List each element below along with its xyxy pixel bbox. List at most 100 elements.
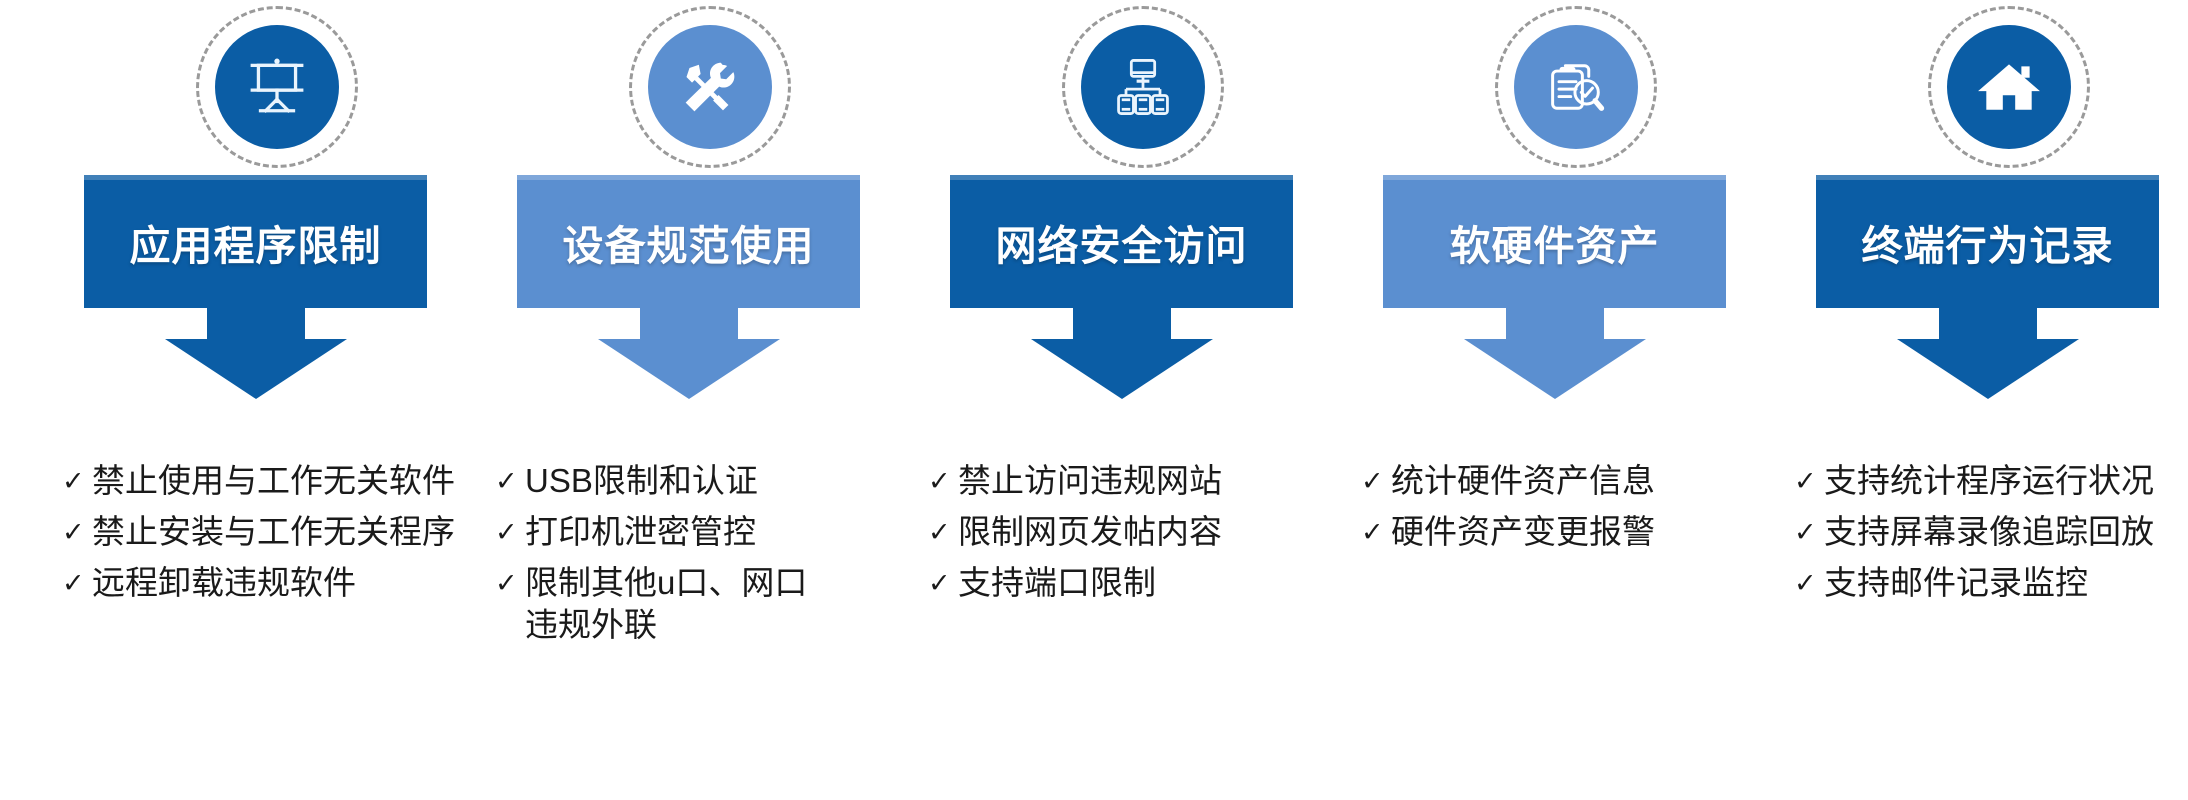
feature-list: ✓禁止使用与工作无关软件✓禁止安装与工作无关程序✓远程卸载违规软件 — [62, 460, 492, 613]
check-icon: ✓ — [1361, 466, 1384, 496]
dashed-ring — [629, 6, 791, 168]
list-item-label: 打印机泄密管控 — [525, 511, 756, 553]
check-icon: ✓ — [1794, 517, 1817, 547]
banner-group: 应用程序限制 — [62, 175, 492, 405]
feature-list: ✓支持统计程序运行状况✓支持屏幕录像追踪回放✓支持邮件记录监控 — [1794, 460, 2188, 613]
pillar-banner[interactable]: 终端行为记录 — [1816, 175, 2159, 308]
down-arrow-shaft — [1939, 307, 2037, 340]
pillar-title: 网络安全访问 — [995, 222, 1248, 269]
feature-list: ✓禁止访问违规网站✓限制网页发帖内容✓支持端口限制 — [928, 460, 1358, 613]
list-item: ✓USB限制和认证 — [495, 460, 925, 502]
list-item: ✓支持邮件记录监控 — [1794, 562, 2188, 604]
list-item-label: 支持端口限制 — [958, 562, 1156, 604]
check-icon: ✓ — [495, 517, 518, 547]
list-item: ✓禁止使用与工作无关软件 — [62, 460, 492, 502]
icon-medallion — [1062, 6, 1224, 168]
list-item-line: 远程卸载违规软件 — [92, 564, 356, 601]
pillar-title: 软硬件资产 — [1449, 222, 1660, 269]
list-item-line: 支持统计程序运行状况 — [1824, 462, 2154, 499]
list-item: ✓禁止安装与工作无关程序 — [62, 511, 492, 553]
list-item-label: 统计硬件资产信息 — [1391, 460, 1655, 502]
check-icon: ✓ — [495, 466, 518, 496]
dashed-ring — [1062, 6, 1224, 168]
list-item-line: 禁止安装与工作无关程序 — [92, 513, 455, 550]
banner-group: 软硬件资产 — [1361, 175, 1791, 405]
list-item-label: 禁止使用与工作无关软件 — [92, 460, 455, 502]
pillar-title: 设备规范使用 — [562, 222, 815, 269]
list-item: ✓远程卸载违规软件 — [62, 562, 492, 604]
banner-group: 终端行为记录 — [1794, 175, 2188, 405]
list-item-line: 禁止访问违规网站 — [958, 462, 1222, 499]
list-item-line: 支持屏幕录像追踪回放 — [1824, 513, 2154, 550]
list-item: ✓限制网页发帖内容 — [928, 511, 1358, 553]
hammer-wrench-icon — [648, 25, 772, 149]
list-item-label: 硬件资产变更报警 — [1391, 511, 1655, 553]
check-icon: ✓ — [62, 568, 85, 598]
list-item-line-wrapped: 违规外联 — [525, 606, 657, 643]
list-item-label: 禁止安装与工作无关程序 — [92, 511, 455, 553]
check-icon: ✓ — [1361, 517, 1384, 547]
list-item-line: 限制网页发帖内容 — [958, 513, 1222, 550]
icon-medallion — [629, 6, 791, 168]
list-item-label: 支持邮件记录监控 — [1824, 562, 2088, 604]
down-arrow-shaft — [640, 307, 738, 340]
list-item-label: USB限制和认证 — [525, 460, 758, 502]
down-arrow-shaft — [207, 307, 305, 340]
down-arrow-shaft — [1073, 307, 1171, 340]
pillar-banner[interactable]: 设备规范使用 — [517, 175, 860, 308]
list-item-label: 远程卸载违规软件 — [92, 562, 356, 604]
check-icon: ✓ — [1794, 568, 1817, 598]
check-icon: ✓ — [928, 517, 951, 547]
dashed-ring — [1928, 6, 2090, 168]
icon-medallion — [1495, 6, 1657, 168]
list-item-line: 限制其他u口、网口 — [525, 564, 808, 601]
list-item-line: 打印机泄密管控 — [525, 513, 756, 550]
pillar-banner[interactable]: 软硬件资产 — [1383, 175, 1726, 308]
icon-medallion — [1928, 6, 2090, 168]
down-arrow-shaft — [1506, 307, 1604, 340]
pillar-banner[interactable]: 网络安全访问 — [950, 175, 1293, 308]
check-icon: ✓ — [62, 517, 85, 547]
pillar-column-app-restriction: 应用程序限制✓禁止使用与工作无关软件✓禁止安装与工作无关程序✓远程卸载违规软件 — [62, 0, 492, 800]
list-item: ✓硬件资产变更报警 — [1361, 511, 1791, 553]
pillar-column-network-security-access: 网络安全访问✓禁止访问违规网站✓限制网页发帖内容✓支持端口限制 — [928, 0, 1358, 800]
check-icon: ✓ — [495, 568, 518, 598]
home-icon — [1947, 25, 2071, 149]
down-arrow-icon — [1031, 339, 1213, 399]
pillar-banner[interactable]: 应用程序限制 — [84, 175, 427, 308]
check-icon: ✓ — [928, 466, 951, 496]
presentation-screen-icon — [215, 25, 339, 149]
list-item-label: 支持屏幕录像追踪回放 — [1824, 511, 2154, 553]
list-item: ✓禁止访问违规网站 — [928, 460, 1358, 502]
pillar-title: 终端行为记录 — [1861, 222, 2114, 269]
list-item-line: 支持邮件记录监控 — [1824, 564, 2088, 601]
list-item: ✓打印机泄密管控 — [495, 511, 925, 553]
banner-group: 网络安全访问 — [928, 175, 1358, 405]
list-item-label: 限制其他u口、网口违规外联 — [525, 562, 807, 646]
pillar-column-device-standard-use: 设备规范使用✓USB限制和认证✓打印机泄密管控✓限制其他u口、网口违规外联 — [495, 0, 925, 800]
list-item-label: 禁止访问违规网站 — [958, 460, 1222, 502]
list-item: ✓限制其他u口、网口违规外联 — [495, 562, 925, 646]
list-item-line: 禁止使用与工作无关软件 — [92, 462, 455, 499]
network-topology-icon — [1081, 25, 1205, 149]
down-arrow-icon — [598, 339, 780, 399]
pillar-column-software-hardware-assets: 软硬件资产✓统计硬件资产信息✓硬件资产变更报警 — [1361, 0, 1791, 800]
check-icon: ✓ — [62, 466, 85, 496]
clipboard-magnifier-check-icon — [1514, 25, 1638, 149]
banner-group: 设备规范使用 — [495, 175, 925, 405]
list-item: ✓支持屏幕录像追踪回放 — [1794, 511, 2188, 553]
pillar-column-endpoint-behavior-logging: 终端行为记录✓支持统计程序运行状况✓支持屏幕录像追踪回放✓支持邮件记录监控 — [1794, 0, 2188, 800]
list-item-label: 支持统计程序运行状况 — [1824, 460, 2154, 502]
list-item: ✓支持统计程序运行状况 — [1794, 460, 2188, 502]
check-icon: ✓ — [1794, 466, 1817, 496]
pillar-title: 应用程序限制 — [129, 222, 382, 269]
dashed-ring — [196, 6, 358, 168]
list-item: ✓统计硬件资产信息 — [1361, 460, 1791, 502]
icon-medallion — [196, 6, 358, 168]
list-item-line: 支持端口限制 — [958, 564, 1156, 601]
check-icon: ✓ — [928, 568, 951, 598]
down-arrow-icon — [165, 339, 347, 399]
list-item: ✓支持端口限制 — [928, 562, 1358, 604]
down-arrow-icon — [1897, 339, 2079, 399]
